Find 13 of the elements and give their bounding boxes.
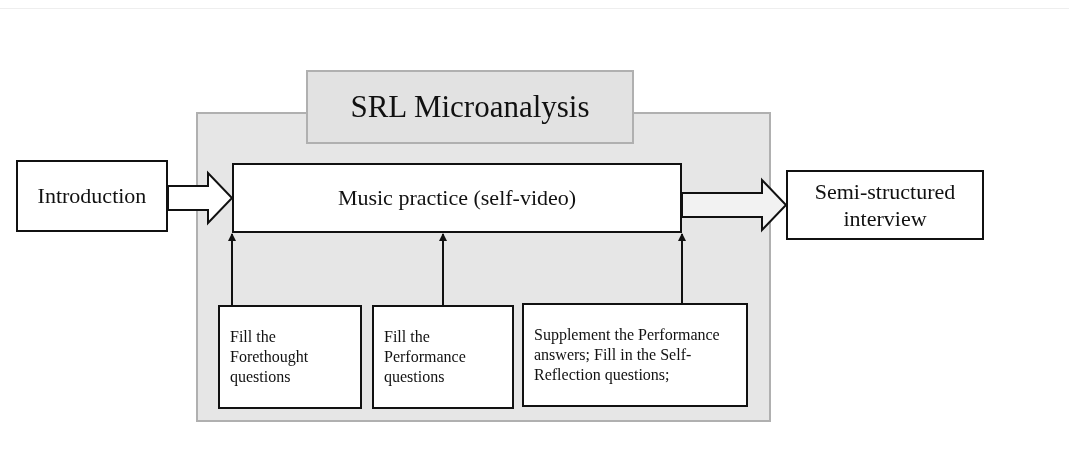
panel-heading: SRL Microanalysis	[306, 70, 634, 144]
process-box: Semi-structured interview	[786, 170, 984, 240]
process-box: Fill the Forethought questions	[218, 305, 362, 409]
arrow	[228, 233, 236, 306]
arrow	[678, 233, 686, 304]
process-box: Supplement the Performance answers; Fill in the Self-Reflection questions;	[522, 303, 748, 407]
process-box: Introduction	[16, 160, 168, 232]
process-box: Music practice (self-video)	[232, 163, 682, 233]
block-arrow	[681, 177, 788, 233]
group-panel	[196, 70, 771, 422]
arrow	[439, 233, 447, 306]
process-box: Fill the Performance questions	[372, 305, 514, 409]
block-arrow	[167, 170, 234, 226]
